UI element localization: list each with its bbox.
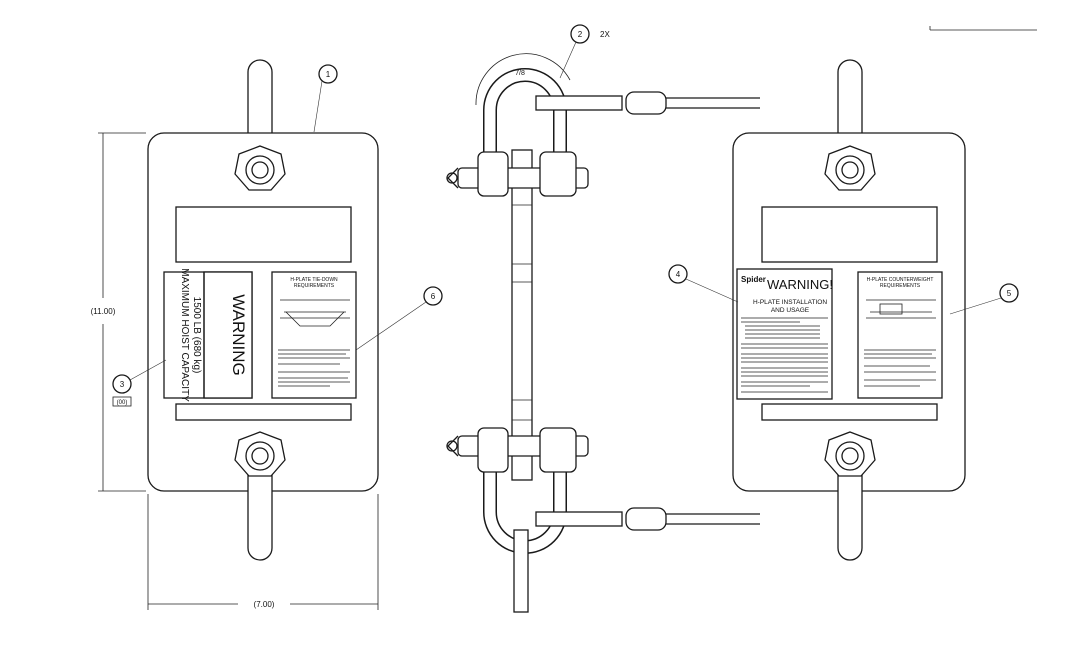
shackle-top: 7/8 [446,53,589,197]
callout-2: 2 2X [559,24,610,79]
height-dimension-text: (11.00) [91,307,116,316]
callout-4: 4 [668,264,739,303]
hex-nut-bottom-right [824,431,876,477]
warning-title: WARNING! [767,277,833,292]
h-plate-back-view: Spider WARNING! H-PLATE INSTALLATION AND… [668,59,1019,561]
installation-warning-label: Spider WARNING! H-PLATE INSTALLATION AND… [736,268,833,400]
slot-bottom-right [761,403,938,421]
svg-text:3: 3 [120,380,125,389]
tie-down-title-1: H-PLATE TIE-DOWN [290,277,338,283]
callout-5: 5 [949,283,1019,315]
callout-3: 3 (00) [112,359,167,407]
plate-edge [511,149,533,481]
callout-1: 1 [313,64,338,133]
hex-nut-top-left [234,145,286,191]
svg-text:5: 5 [1007,289,1012,298]
cable-top [535,91,760,115]
hex-nut-bottom-left [234,431,286,477]
callout-2-quantity: 2X [600,30,610,39]
counterweight-label: H-PLATE COUNTERWEIGHT REQUIREMENTS [857,271,943,399]
capacity-label-line1: MAXIMUM HOIST CAPACITY [179,268,190,402]
svg-text:4: 4 [676,270,681,279]
tie-down-title-2: REQUIREMENTS [294,283,335,289]
slot-bottom-left [175,403,352,421]
svg-text:6: 6 [431,292,436,301]
svg-text:1: 1 [326,70,331,79]
capacity-label-title: WARNING [229,294,248,376]
counterweight-title-2: REQUIREMENTS [880,283,921,289]
shackle-mark-top: 7/8 [515,70,525,77]
counterweight-title-1: H-PLATE COUNTERWEIGHT [867,277,934,283]
cable-bottom [535,507,760,531]
warning-subtitle-1: H-PLATE INSTALLATION [753,299,827,306]
slot-top-right [761,206,938,263]
hex-nut-top-right [824,145,876,191]
capacity-warning-label: WARNING MAXIMUM HOIST CAPACITY 1500 LB (… [163,268,253,402]
slot-top-left [175,206,352,263]
side-view-with-shackles: 7/8 [446,24,760,613]
tie-down-label: H-PLATE TIE-DOWN REQUIREMENTS [271,271,357,399]
h-plate-front-view: WARNING MAXIMUM HOIST CAPACITY 1500 LB (… [91,59,443,610]
warning-subtitle-2: AND USAGE [771,307,810,314]
ref-tag: (00) [117,400,128,406]
width-dimension-text: (7.00) [254,600,275,609]
warning-brand: Spider [741,275,766,284]
title-block-fragment [929,26,1037,31]
svg-text:2: 2 [578,30,583,39]
callout-6: 6 [355,286,443,351]
dimension-height: (11.00) [91,132,146,492]
dimension-width: (7.00) [147,494,379,610]
capacity-label-line2: 1500 LB (680 kg) [191,297,202,374]
